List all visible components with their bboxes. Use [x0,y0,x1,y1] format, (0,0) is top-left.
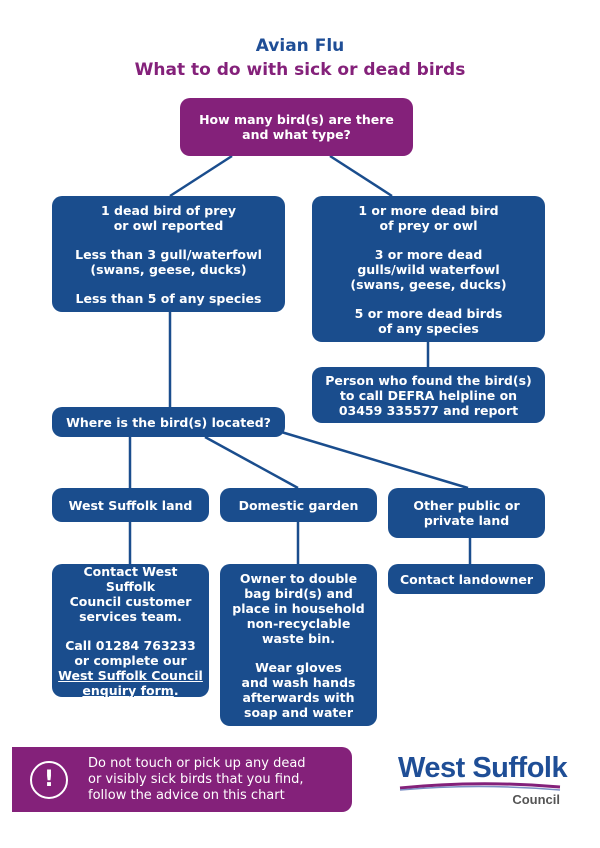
logo-swoosh-icon [399,782,561,791]
connector-location-garden [204,435,299,490]
warning-banner: ! Do not touch or pick up any dead or vi… [12,747,352,812]
enquiry-form-link-line2[interactable]: enquiry form [82,682,174,698]
high-count-box: 1 or more dead bird of prey or owl 3 or … [312,196,545,342]
page-title: Avian Flu [255,36,345,56]
domestic-garden-box: Domestic garden [220,488,377,522]
exclamation-icon: ! [30,760,68,799]
location-question-box: Where is the bird(s) located? [52,407,285,437]
connector-location-other [267,426,469,490]
connector-start-right [329,154,393,198]
start-question-box: How many bird(s) are there and what type… [180,98,413,156]
defra-helpline-box: Person who found the bird(s) to call DEF… [312,367,545,423]
page-subtitle: What to do with sick or dead birds [134,60,466,80]
connector-start-left [169,154,233,198]
other-land-box: Other public or private land [388,488,545,538]
enquiry-form-link-line1[interactable]: West Suffolk Council [58,667,203,683]
west-suffolk-action-box: Contact West Suffolk Council customer se… [52,564,209,698]
warning-text: Do not touch or pick up any dead or visi… [88,755,306,803]
west-suffolk-land-box: West Suffolk land [52,488,209,522]
contact-landowner-box: Contact landowner [388,564,545,594]
garden-action-box: Owner to double bag bird(s) and place in… [220,564,377,726]
low-count-box: 1 dead bird of prey or owl reported Less… [52,196,285,312]
west-suffolk-logo: West Suffolk Council [398,752,568,807]
